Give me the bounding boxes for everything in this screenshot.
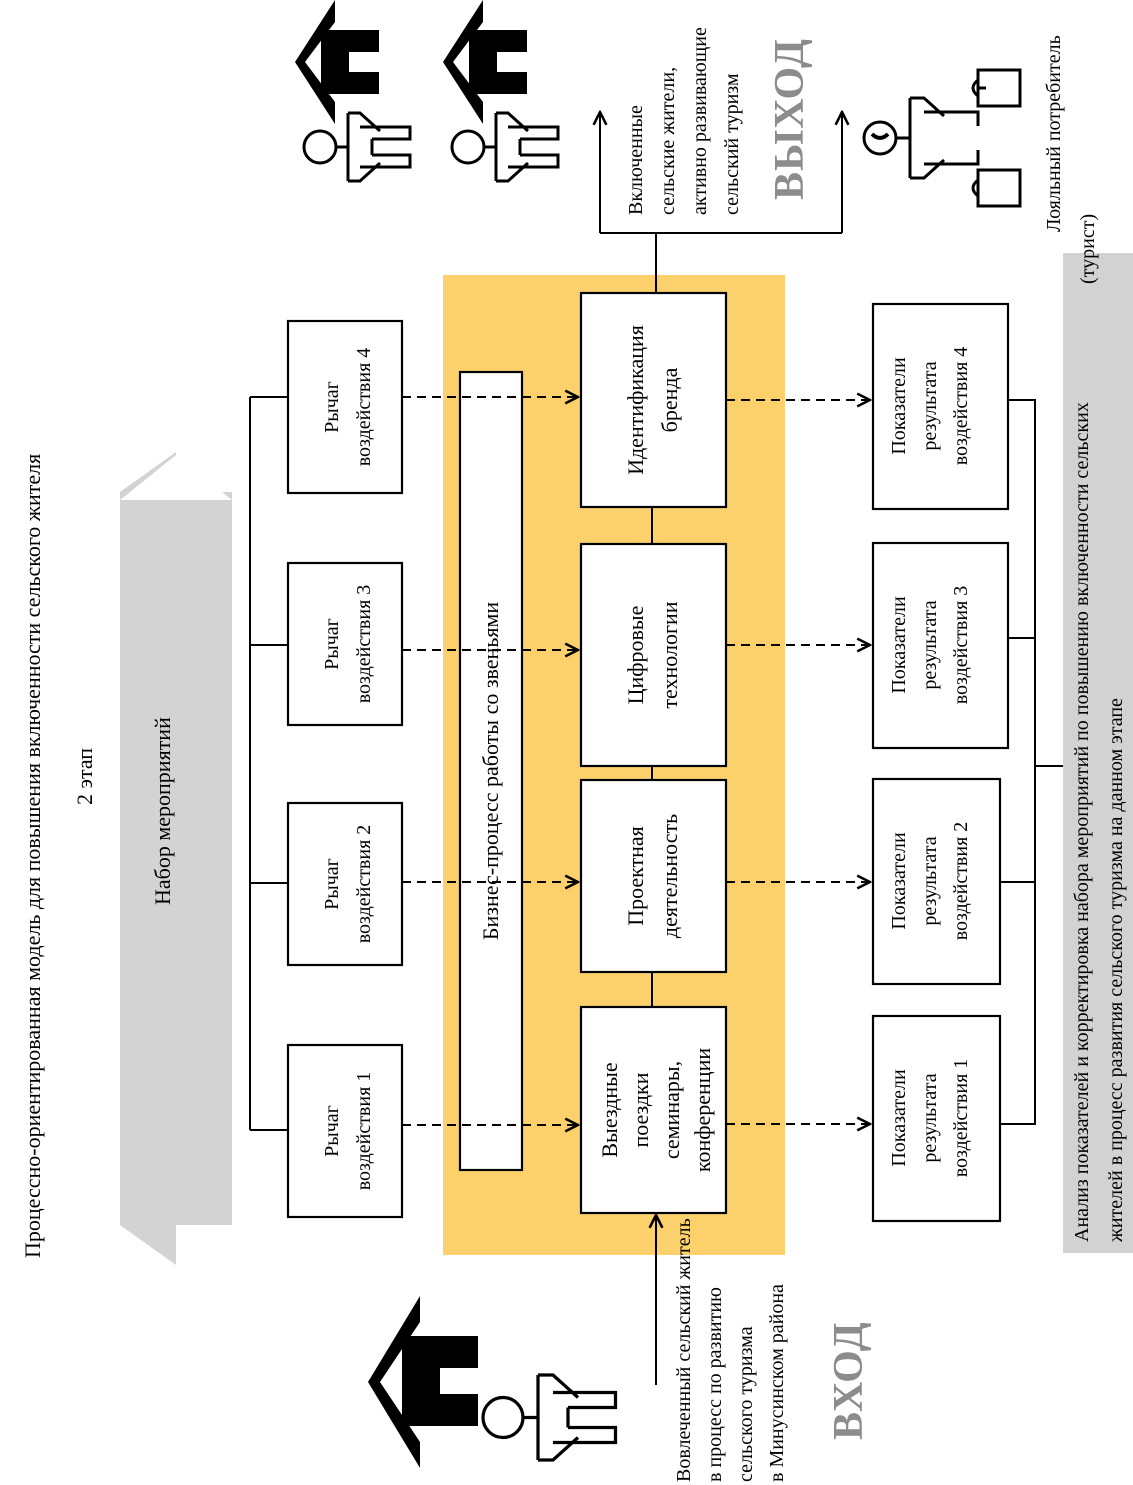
house-icon (368, 1296, 478, 1468)
output-label: ВЫХОД (767, 38, 813, 200)
person-icon (450, 111, 560, 183)
tourist-text: Лояльный потребитель(турист) (1043, 35, 1099, 284)
house-icon (443, 0, 527, 124)
analysis-text: Анализ показателей и корректировка набор… (1071, 402, 1127, 1243)
indicator-bracket (1000, 399, 1063, 1125)
measures-arrow-head (120, 455, 232, 500)
measures-label: Набор мероприятий (150, 717, 175, 905)
page-title: Процессно-ориентированная модель для пов… (20, 454, 45, 1258)
measures-arrow-body (120, 492, 232, 1225)
stage-label: 2 этап (72, 748, 97, 805)
lever-bracket (249, 396, 288, 1131)
input-label: ВХОД (826, 1321, 872, 1440)
output-branch (599, 112, 843, 293)
analysis-band (1063, 253, 1133, 1253)
business-process-label: Бизнес-процесс работы со звеньями (478, 602, 503, 941)
house-icon (295, 0, 379, 124)
tourist-with-bags-icon (862, 68, 1022, 208)
person-icon (302, 111, 412, 183)
person-icon (481, 1373, 618, 1462)
business-process-box (458, 370, 524, 1172)
